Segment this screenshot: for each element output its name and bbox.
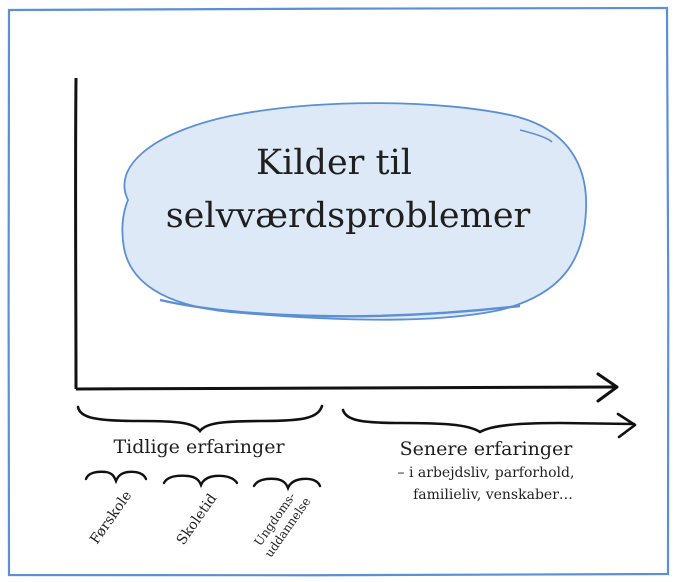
- x-axis: [75, 385, 617, 391]
- x-axis-arrowhead: [596, 372, 619, 403]
- late-label: Senere erfaringer: [400, 438, 574, 460]
- late-brace-arrowhead: [616, 412, 637, 439]
- stage-brace-forskole: [84, 470, 148, 485]
- stage-brace-skoletid: [162, 474, 239, 489]
- title-line-2: selvværdsproblemer: [166, 196, 531, 236]
- stage-label-skoletid: Skoletid: [174, 491, 221, 548]
- blob-bottom-stroke: [159, 298, 521, 318]
- late-detail-line-1: – i arbejdsliv, parforhold,: [398, 465, 575, 481]
- stage-brace-ungdom: [252, 477, 322, 492]
- blob-tail-stroke: [519, 129, 553, 143]
- late-detail-line-2: familieliv, venskaber…: [413, 487, 573, 503]
- early-label: Tidlige erfaringer: [113, 436, 285, 458]
- stage-label-forskole: Førskole: [87, 488, 135, 547]
- late-brace: [341, 408, 636, 434]
- title-blob: [121, 102, 587, 321]
- frame-border: [7, 6, 670, 577]
- early-brace: [76, 404, 324, 434]
- title-line-1: Kilder til: [256, 143, 412, 183]
